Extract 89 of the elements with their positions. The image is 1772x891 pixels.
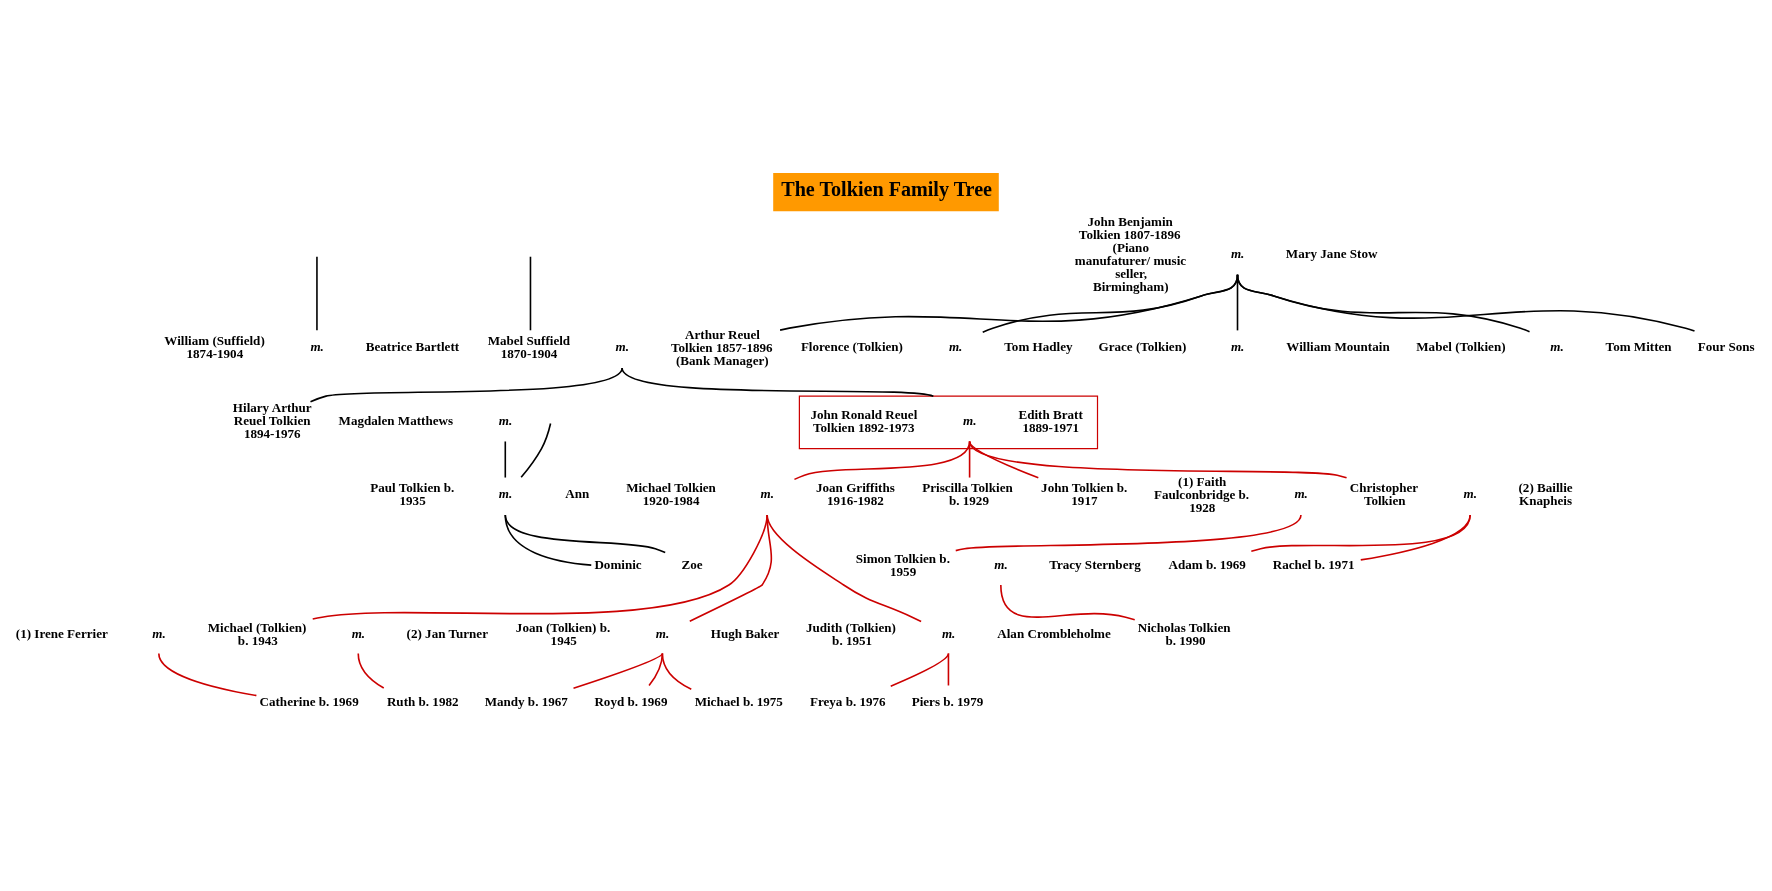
node-text: Mabel Suffield 1870-1904 <box>487 333 571 362</box>
node-text: Rachel b. 1971 <box>1272 557 1355 573</box>
connector <box>1000 584 1136 621</box>
node-text: Ann <box>565 486 590 502</box>
node-text: Dominic <box>594 557 642 573</box>
node-text: m. <box>310 339 324 355</box>
node-text: William (Suffield) 1874-1904 <box>164 333 265 362</box>
node-text: m. <box>615 339 630 355</box>
node-text: Simon Tolkien b. 1959 <box>855 551 950 580</box>
node-text: Paul Tolkien b. 1935 <box>370 480 455 509</box>
node-text: Nicholas Tolkien b. 1990 <box>1137 619 1231 648</box>
connector <box>661 652 693 691</box>
connector <box>357 652 385 689</box>
connector <box>766 514 922 623</box>
connector <box>793 440 971 481</box>
node-text: Christopher Tolkien <box>1349 480 1419 509</box>
node-text: Royd b. 1969 <box>594 694 668 710</box>
connector <box>889 652 950 687</box>
node-text: (2) Jan Turner <box>406 625 488 641</box>
node-text: Tom Hadley <box>1004 339 1073 355</box>
node-text: m. <box>152 625 166 641</box>
connector <box>504 440 507 479</box>
node-text: Grace (Tolkien) <box>1098 339 1187 355</box>
node-text: m. <box>1463 486 1478 502</box>
connector <box>968 440 1348 479</box>
connector <box>504 514 666 554</box>
connector <box>316 255 318 332</box>
node-text: (1) Irene Ferrier <box>15 625 108 641</box>
node-text: Michael (Tolkien) b. 1943 <box>207 619 307 648</box>
node-text: Adam b. 1969 <box>1168 557 1246 573</box>
node-text: Arthur Reuel Tolkien 1857-1896 (Bank Manager) <box>670 326 773 368</box>
node-text: John Benjamin Tolkien 1807-1896 (Piano manufaturer/ music seller, Birmingham) <box>1074 213 1187 295</box>
node-text: m. <box>1550 339 1564 355</box>
node-text: Piers b. 1979 <box>911 694 984 710</box>
node-text: John Tolkien b. 1917 <box>1041 480 1128 509</box>
connector <box>688 514 773 622</box>
node-text: Tracy Sternberg <box>1049 557 1141 573</box>
node-text: m. <box>963 412 977 428</box>
node-text: m. <box>994 557 1008 573</box>
node-text: m. <box>1294 486 1308 502</box>
node-text: Catherine b. 1969 <box>259 694 359 710</box>
node-text: Mabel (Tolkien) <box>1416 339 1506 355</box>
node-text: Zoe <box>681 557 703 573</box>
node-text: Priscilla Tolkien b. 1929 <box>922 480 1013 509</box>
node-text: Tom Mitten <box>1605 339 1672 355</box>
connector <box>309 367 623 403</box>
node-text: m. <box>760 486 775 502</box>
connector <box>1236 273 1696 332</box>
node-text: m. <box>498 412 513 428</box>
connector <box>572 652 664 690</box>
node-text: Freya b. 1976 <box>809 694 886 710</box>
node-text: Four Sons <box>1697 339 1755 355</box>
diagram-title: The Tolkien Family Tree <box>781 178 993 201</box>
connector <box>520 422 552 479</box>
connector <box>947 652 950 687</box>
node-text: Michael Tolkien 1920-1984 <box>626 480 716 509</box>
connector <box>648 652 664 687</box>
node-text: Hugh Baker <box>710 625 780 641</box>
connector <box>158 652 258 697</box>
node-text: m. <box>1230 246 1245 262</box>
node-text: Joan (Tolkien) b. 1945 <box>515 619 611 648</box>
connector <box>621 367 935 397</box>
node-text: Beatrice Bartlett <box>365 339 460 355</box>
node-text: Mary Jane Stow <box>1285 246 1378 262</box>
node-text: Ruth b. 1982 <box>386 694 459 710</box>
node-text: Hilary Arthur Reuel Tolkien 1894-1976 <box>232 400 312 442</box>
connector <box>954 514 1302 552</box>
node-text: m. <box>351 625 366 641</box>
node-text: William Mountain <box>1286 339 1390 355</box>
node-text: m. <box>941 625 956 641</box>
node-text: Judith (Tolkien) b. 1951 <box>805 619 896 648</box>
node-text: John Ronald Reuel Tolkien 1892-1973 <box>810 406 918 435</box>
node-text: m. <box>948 339 963 355</box>
node-text: (2) Baillie Knapheis <box>1518 480 1573 509</box>
node-text: Michael b. 1975 <box>694 694 783 710</box>
node-text: m. <box>498 486 513 502</box>
node-text: m. <box>655 625 670 641</box>
connector <box>529 255 532 332</box>
connector <box>311 514 768 620</box>
node-text: (1) Faith Faulconbridge b. 1928 <box>1153 473 1250 515</box>
node-text: Mandy b. 1967 <box>484 694 568 710</box>
node-text: Alan Crombleholme <box>997 625 1111 641</box>
node-text: Florence (Tolkien) <box>800 339 903 355</box>
node-text: Magdalen Matthews <box>338 412 454 428</box>
node-text: m. <box>1230 339 1245 355</box>
cluster <box>798 395 1099 450</box>
connector <box>1359 514 1471 561</box>
node-text: Joan Griffiths 1916-1982 <box>816 480 895 509</box>
node-text: Edith Bratt 1889-1971 <box>1018 406 1083 435</box>
